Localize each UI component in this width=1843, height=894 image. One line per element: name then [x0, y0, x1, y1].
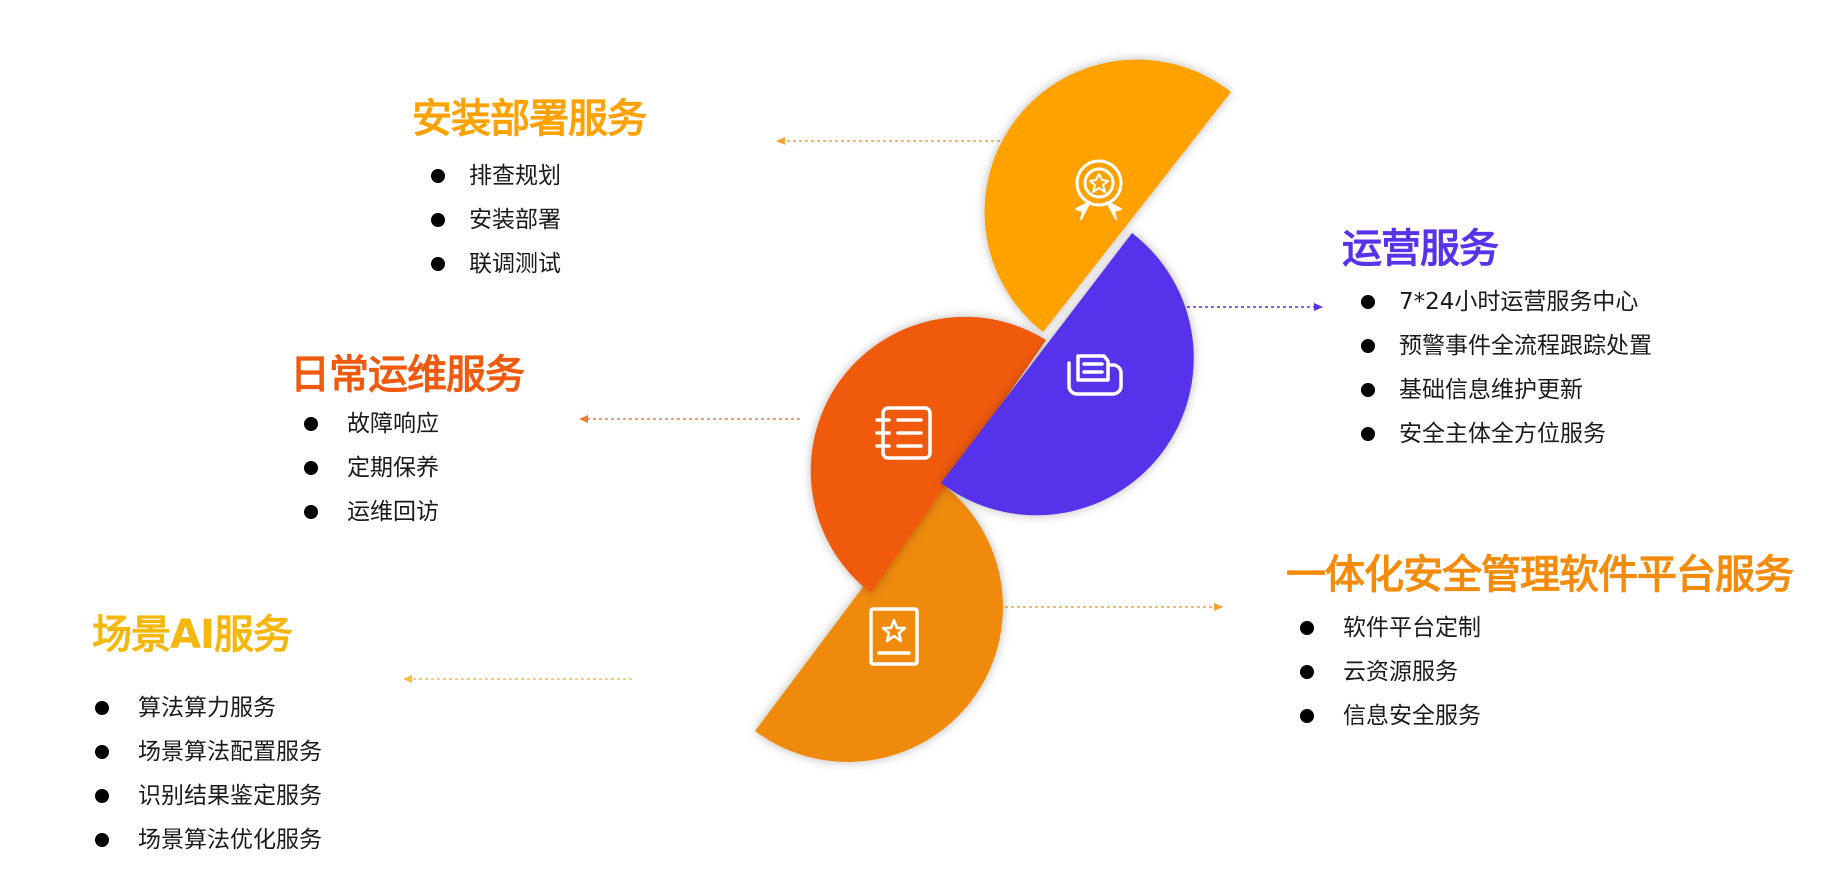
bullet-dot: [304, 417, 318, 431]
bullet-dot: [1300, 621, 1314, 635]
section-list: 算法算力服务 场景算法配置服务 识别结果鉴定服务 场景算法优化服务: [92, 686, 322, 862]
bullet-dot: [1300, 709, 1314, 723]
list-item-label: 基础信息维护更新: [1399, 377, 1583, 403]
bullet-dot: [1361, 295, 1375, 309]
list-item-label: 算法算力服务: [138, 695, 276, 721]
bullet-dot: [304, 505, 318, 519]
bullet-dot: [431, 213, 445, 227]
bullet-dot: [431, 257, 445, 271]
list-item: 场景算法优化服务: [92, 818, 322, 862]
section-title: 安装部署服务: [412, 96, 647, 142]
list-item: 定期保养: [290, 446, 524, 490]
section-daily-maintenance: 日常运维服务 故障响应 定期保养 运维回访: [290, 352, 525, 534]
section-title: 运营服务: [1342, 226, 1499, 272]
bullet-dot: [95, 789, 109, 803]
certificate-star-icon: [869, 607, 919, 666]
section-list: 7*24小时运营服务中心 预警事件全流程跟踪处置 基础信息维护更新 安全主体全方…: [1342, 280, 1652, 456]
bullet-dot: [1361, 383, 1375, 397]
section-install: 安装部署服务 排查规划 安装部署 联调测试: [412, 96, 647, 286]
list-item-label: 场景算法优化服务: [138, 827, 322, 853]
list-item-label: 运维回访: [347, 499, 439, 525]
list-item-label: 7*24小时运营服务中心: [1399, 289, 1639, 315]
list-item: 软件平台定制: [1286, 606, 1793, 650]
list-item: 场景算法配置服务: [92, 730, 322, 774]
list-item-label: 排查规划: [469, 163, 561, 189]
section-platform: 一体化安全管理软件平台服务 软件平台定制 云资源服务 信息安全服务: [1286, 552, 1794, 738]
bullet-dot: [95, 701, 109, 715]
award-medal-icon: [1075, 159, 1123, 220]
list-item: 安装部署: [412, 198, 646, 242]
section-list: 软件平台定制 云资源服务 信息安全服务: [1286, 606, 1793, 738]
list-item-label: 场景算法配置服务: [138, 739, 322, 765]
list-item-label: 软件平台定制: [1343, 615, 1481, 641]
list-item: 识别结果鉴定服务: [92, 774, 322, 818]
section-operations: 运营服务 7*24小时运营服务中心 预警事件全流程跟踪处置 基础信息维护更新 安…: [1342, 226, 1652, 456]
list-item: 运维回访: [290, 490, 524, 534]
list-item-label: 定期保养: [347, 455, 439, 481]
list-item-label: 识别结果鉴定服务: [138, 783, 322, 809]
bullet-dot: [304, 461, 318, 475]
bullet-dot: [1361, 339, 1375, 353]
bullet-dot: [431, 169, 445, 183]
petal-top-install: [984, 59, 1231, 332]
bullet-dot: [95, 833, 109, 847]
list-item-label: 云资源服务: [1343, 659, 1458, 685]
list-item-label: 故障响应: [347, 411, 439, 437]
list-item: 联调测试: [412, 242, 646, 286]
bullet-dot: [1361, 427, 1375, 441]
notebook-list-icon: [875, 406, 932, 460]
section-list: 故障响应 定期保养 运维回访: [290, 402, 524, 534]
list-item-label: 联调测试: [469, 251, 561, 277]
list-item: 故障响应: [290, 402, 524, 446]
list-item: 7*24小时运营服务中心: [1342, 280, 1638, 324]
list-item: 信息安全服务: [1286, 694, 1793, 738]
list-item: 基础信息维护更新: [1342, 368, 1583, 412]
bullet-dot: [95, 745, 109, 759]
section-scene-ai: 场景AI服务 算法算力服务 场景算法配置服务 识别结果鉴定服务 场景算法优化服务: [92, 612, 322, 862]
list-item-label: 安全主体全方位服务: [1399, 421, 1606, 447]
section-list: 排查规划 安装部署 联调测试: [412, 154, 646, 286]
section-title: 日常运维服务: [290, 352, 525, 398]
list-item-label: 预警事件全流程跟踪处置: [1399, 333, 1652, 359]
section-title: 场景AI服务: [92, 612, 293, 658]
list-item-label: 信息安全服务: [1343, 703, 1481, 729]
list-item: 安全主体全方位服务: [1342, 412, 1606, 456]
list-item: 排查规划: [412, 154, 646, 198]
petal-bottom-ai: [755, 483, 1003, 762]
list-item-label: 安装部署: [469, 207, 561, 233]
bullet-dot: [1300, 665, 1314, 679]
list-item: 预警事件全流程跟踪处置: [1342, 324, 1652, 368]
printer-document-icon: [1067, 354, 1123, 396]
list-item: 云资源服务: [1286, 650, 1793, 694]
section-title: 一体化安全管理软件平台服务: [1286, 552, 1794, 598]
list-item: 算法算力服务: [92, 686, 292, 730]
